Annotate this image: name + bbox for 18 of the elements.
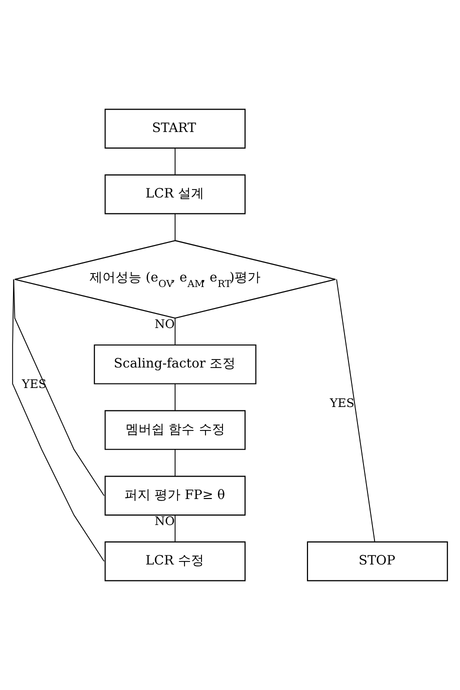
connector	[174, 213, 176, 241]
node-box: 멤버쉽 함수 수정	[104, 410, 246, 450]
connector	[174, 148, 176, 176]
connector	[174, 514, 176, 542]
connector	[12, 278, 104, 562]
node-box: LCR 설계	[104, 174, 246, 214]
node-box: Scaling-factor 조정	[94, 344, 256, 384]
node-box: LCR 수정	[104, 541, 246, 582]
connector	[174, 383, 176, 411]
node-box: 퍼지 평가 FP≥ θ	[104, 476, 246, 516]
connector	[174, 449, 176, 476]
connector	[336, 278, 376, 542]
connector	[174, 318, 176, 346]
node-box: STOP	[306, 541, 448, 582]
edge-label: NO	[154, 317, 175, 332]
node-box: START	[104, 108, 246, 149]
edge-label: YES	[330, 396, 354, 410]
edge-label: NO	[154, 514, 175, 528]
